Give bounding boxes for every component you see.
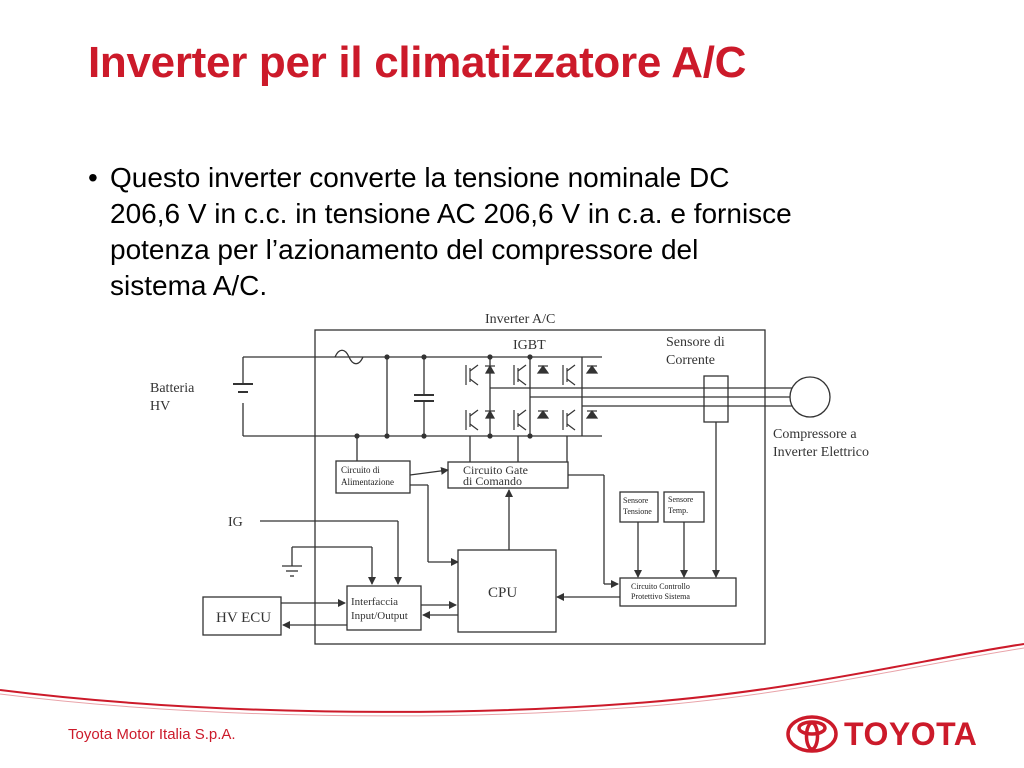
bullet-icon: • [88,162,98,193]
bullet-line: potenza per l’azionamento del compressor… [110,234,699,265]
igbt-icon [562,364,599,431]
current-sensor [703,375,729,423]
hv-ecu-label: HV ECU [216,610,271,626]
bullet-text: Questo inverter converte la tensione nom… [110,160,950,304]
bullet-line: Questo inverter converte la tensione nom… [110,162,730,193]
footer-company: Toyota Motor Italia S.p.A. [68,726,236,743]
battery-label: HV [150,399,170,414]
temp-sensor-block [663,491,705,523]
ig-label: IG [228,515,243,530]
battery-label: Batteria [150,381,195,396]
temp-sensor-label: Temp. [668,506,688,515]
igbt-label: IGBT [513,338,546,353]
current-sensor-label: Corrente [666,353,715,368]
gate-drive-label: di Comando [463,474,522,488]
cpu-label: CPU [488,585,517,601]
temp-sensor-label: Sensore [668,495,694,504]
io-interface-label: Input/Output [351,610,408,622]
inverter-block-diagram: Inverter A/C IGBT Sensore di Corrente Ba… [150,312,869,645]
cpu-block [457,549,557,633]
protection-label: Protettivo Sistema [631,592,690,601]
toyota-emblem-icon [786,715,838,753]
compressor-label: Inverter Elettrico [773,445,869,460]
current-sensor-label: Sensore di [666,335,725,350]
power-supply-label: Circuito di [341,465,380,475]
io-interface-block [346,585,422,631]
bullet-line: sistema A/C. [110,270,268,301]
gate-drive-label: Circuito Gate [463,463,528,477]
toyota-logo: TOYOTA [786,712,986,756]
compressor-label: Compressore a [773,427,857,442]
decorative-swoosh [0,643,1024,717]
io-interface-label: Interfaccia [351,596,398,608]
power-supply-label: Alimentazione [341,477,394,487]
bullet-line: 206,6 V in c.c. in tensione AC 206,6 V i… [110,198,792,229]
protection-label: Circuito Controllo [631,582,690,591]
voltage-sensor-label: Tensione [623,507,652,516]
power-supply-block [335,460,411,494]
voltage-sensor-block [619,491,659,523]
toyota-wordmark: TOYOTA [844,716,978,752]
voltage-sensor-label: Sensore [623,496,649,505]
inverter-frame [314,329,766,645]
protection-circuit-block [619,577,737,607]
igbt-icon [465,364,496,431]
hv-ecu-block [202,596,282,636]
igbt-icon [513,364,550,431]
compressor-motor [789,376,831,418]
slide-title: Inverter per il climatizzatore A/C [88,38,747,87]
inverter-label: Inverter A/C [485,312,555,327]
